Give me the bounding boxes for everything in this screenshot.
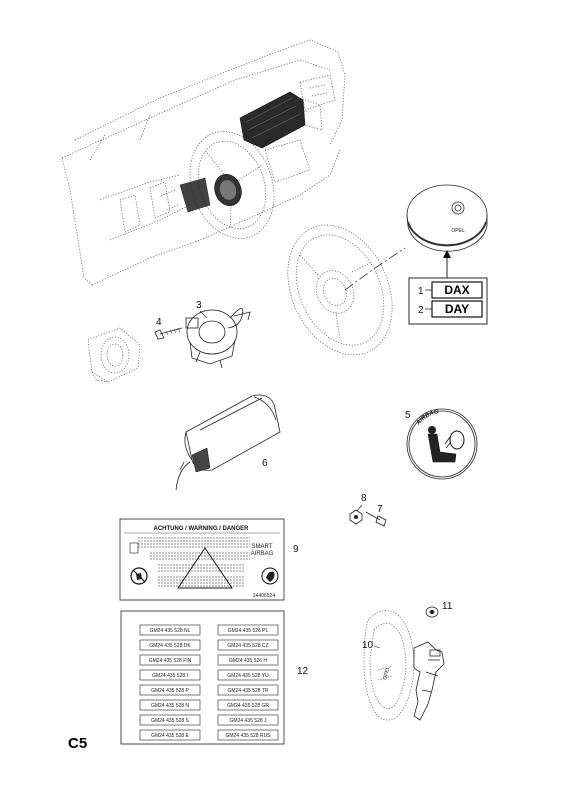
callout-1: 1 <box>418 286 424 297</box>
callout-9: 9 <box>293 544 299 555</box>
dashboard-illustration <box>61 39 346 286</box>
side-airbag-brand: OPEL <box>382 666 391 681</box>
label-cell <box>217 624 279 636</box>
label-cell-text: GM24 435 528 I <box>152 673 188 679</box>
label-cell <box>217 639 279 651</box>
label-cell-text: GM24 435 528 J <box>230 718 267 724</box>
warning-label-title: ACHTUNG / WARNING / DANGER <box>154 526 250 532</box>
label-cell-text: GM24 435 528 TR <box>227 688 268 694</box>
callout-10: 10 <box>362 640 374 651</box>
screw-4-illustration <box>154 327 183 340</box>
passenger-airbag-illustration <box>175 394 281 491</box>
label-cell-text: GM24 435 526 PL <box>228 628 269 634</box>
label-cell <box>139 684 201 696</box>
callout-3: 3 <box>196 300 202 311</box>
callout-5: 5 <box>405 410 411 421</box>
warning-label: ACHTUNG / WARNING / DANGER SMART AIRBAG … <box>119 518 285 601</box>
variant-code-1: DAX <box>444 283 469 297</box>
screw-7-icon <box>365 511 387 527</box>
callout-4: 4 <box>156 317 162 328</box>
label-cell-text: GM24 435 528 CZ <box>227 643 268 649</box>
label-cell-text: GM24 435 528 S <box>151 718 189 724</box>
airbag-badge: AIRBAG <box>406 408 478 480</box>
variant-code-box: DAX DAY 1 2 <box>408 277 488 325</box>
page-label: C5 <box>68 735 87 752</box>
label-cell-text: GM24 435 528 N <box>151 703 189 709</box>
label-side-text-2: AIRBAG <box>251 551 274 557</box>
label-part-number: 24406524 <box>253 593 275 599</box>
module-brand-text: OPEL <box>451 228 465 234</box>
nut-11-icon <box>425 606 439 618</box>
label-cell <box>217 714 279 726</box>
label-cell-text: GM24 435 528 DK <box>149 643 191 649</box>
callout-12: 12 <box>297 666 309 677</box>
label-cell-text: GM24 435 528 FIN <box>149 658 192 664</box>
label-cell <box>217 699 279 711</box>
clock-spring-illustration <box>185 308 251 369</box>
label-cell-text: GM24 435 526 H <box>229 658 267 664</box>
arrow-head-icon <box>443 250 451 258</box>
driver-airbag-module: OPEL <box>406 184 488 252</box>
label-cell-text: GM24 435 528 P <box>151 688 189 694</box>
callout-11: 11 <box>442 601 453 612</box>
label-cell <box>217 669 279 681</box>
callout-6: 6 <box>262 458 268 469</box>
callout-8: 8 <box>361 493 367 504</box>
label-cell <box>139 639 201 651</box>
label-cell <box>139 699 201 711</box>
label-cell <box>217 684 279 696</box>
side-airbag-illustration: OPEL <box>363 610 445 721</box>
callout-7: 7 <box>377 504 383 515</box>
variant-code-2: DAY <box>445 302 469 316</box>
column-cover-illustration <box>87 327 141 383</box>
label-cell-text: GM24 435 528 NL <box>150 628 191 634</box>
label-cell <box>139 624 201 636</box>
label-side-text-1: SMART <box>252 544 273 550</box>
label-cell <box>217 654 279 666</box>
label-cell <box>139 714 201 726</box>
label-cell-text: GM24 435 528 YU <box>227 673 269 679</box>
label-cell-text: GM24 435 528 E <box>151 733 189 739</box>
nut-8-icon <box>349 509 363 525</box>
label-cell <box>139 729 201 741</box>
label-cell <box>139 654 201 666</box>
label-cell <box>139 669 201 681</box>
callout-2: 2 <box>418 305 424 316</box>
label-set: GM24 435 528 NL GM24 435 526 PL GM24 435 5… <box>120 610 285 745</box>
steering-wheel-illustration <box>287 224 406 356</box>
label-cell <box>217 729 279 741</box>
label-cell-text: GM24 435 528 GR <box>227 703 269 709</box>
label-cell-text: GM24 435 528 RUS <box>225 733 271 739</box>
